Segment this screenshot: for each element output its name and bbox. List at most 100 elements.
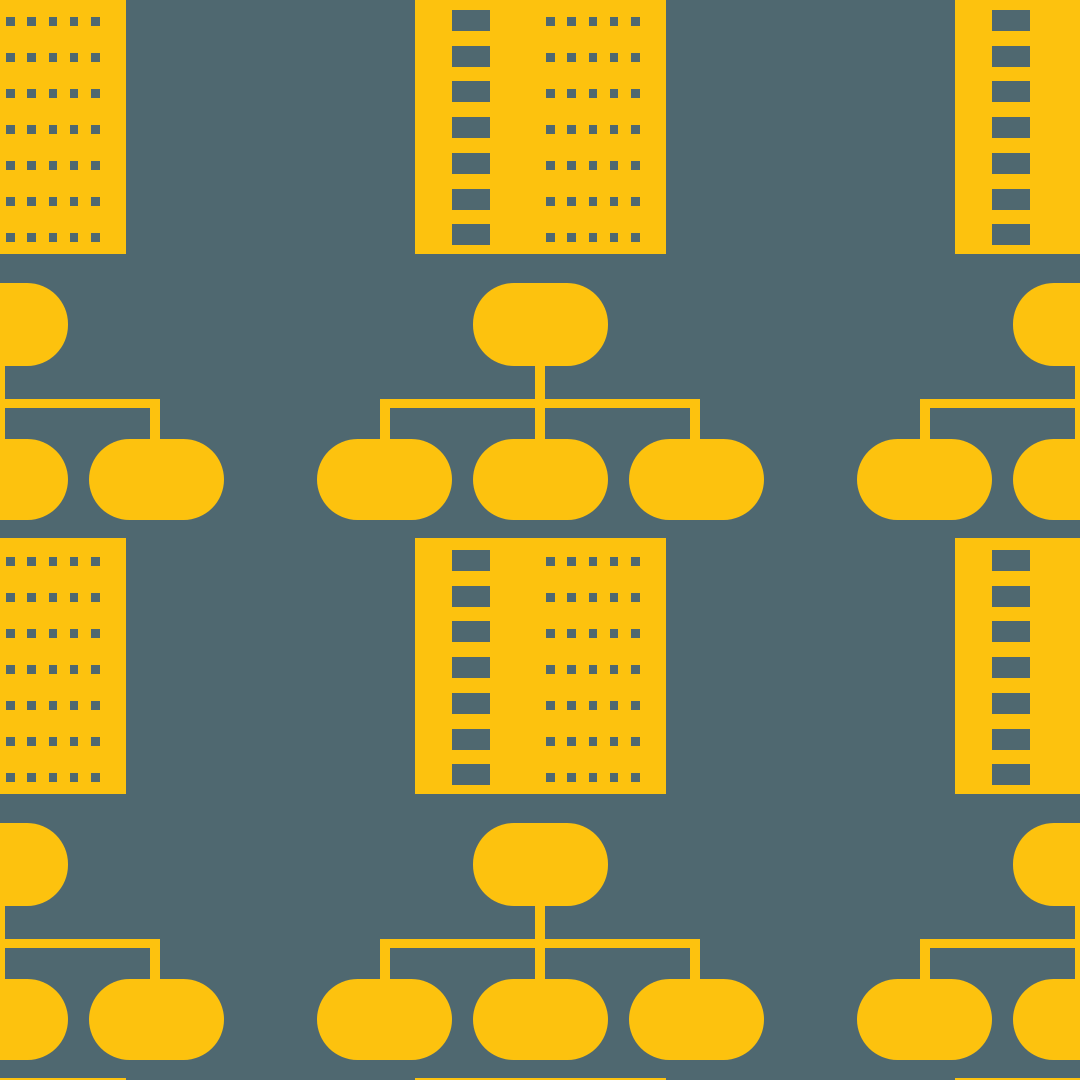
spreadsheet-document-icon <box>954 538 1080 794</box>
org-chart-icon-child-node <box>316 979 452 1060</box>
table-dot <box>27 53 36 62</box>
table-dot <box>27 161 36 170</box>
table-dot <box>609 773 619 782</box>
table-dot <box>27 89 36 98</box>
table-dot <box>546 773 555 782</box>
table-dot <box>567 557 576 566</box>
table-dot <box>546 233 555 242</box>
table-dot <box>69 773 79 782</box>
table-dot <box>48 125 58 134</box>
table-dot <box>27 701 36 710</box>
table-dot <box>91 89 100 98</box>
table-dot <box>567 17 576 26</box>
table-dot <box>567 197 576 206</box>
table-dot <box>546 89 555 98</box>
film-strip-cell <box>991 10 1030 31</box>
table-dot <box>546 557 555 566</box>
table-dot <box>91 557 100 566</box>
table-dot <box>69 629 79 638</box>
table-dot <box>48 701 58 710</box>
table-dot <box>6 197 15 206</box>
film-strip-cell <box>451 585 490 607</box>
film-strip-cell <box>451 188 490 210</box>
table-dot <box>609 197 619 206</box>
table-dot <box>609 89 619 98</box>
table-dot <box>567 593 576 602</box>
table-dot <box>27 557 36 566</box>
table-dot <box>631 17 640 26</box>
table-dot <box>588 53 598 62</box>
film-strip-cell <box>451 45 490 67</box>
org-chart-icon-child-node <box>0 979 68 1060</box>
org-chart-icon-child-node <box>856 439 992 520</box>
spreadsheet-document-icon <box>0 0 126 254</box>
table-dot <box>48 53 58 62</box>
film-strip-cell <box>991 81 1030 103</box>
table-dot <box>546 593 555 602</box>
org-connector-stem <box>1075 898 1080 948</box>
table-dot <box>631 665 640 674</box>
table-dot <box>6 737 15 746</box>
table-dot <box>631 629 640 638</box>
org-connector-crossbar <box>0 939 160 948</box>
table-dot <box>69 557 79 566</box>
table-dot <box>609 161 619 170</box>
table-dot <box>27 593 36 602</box>
film-strip-cell <box>991 224 1030 246</box>
table-dot <box>631 233 640 242</box>
film-strip-cell <box>451 692 490 714</box>
table-dot <box>588 557 598 566</box>
table-dot <box>546 665 555 674</box>
film-strip-cell <box>991 728 1030 750</box>
spreadsheet-document-icon <box>414 0 666 254</box>
film-strip-cell <box>451 657 490 679</box>
table-dot <box>588 197 598 206</box>
film-strip-cell <box>451 152 490 174</box>
table-dot <box>546 125 555 134</box>
table-dot <box>48 17 58 26</box>
org-connector-drop-left <box>920 399 930 439</box>
org-connector-drop-center <box>1075 939 1080 979</box>
org-chart-icon-parent-node <box>472 823 608 906</box>
org-chart-icon-parent-node <box>1012 823 1080 906</box>
film-strip-cell <box>451 550 490 571</box>
table-dot <box>546 53 555 62</box>
org-connector-drop-right <box>690 399 700 439</box>
table-dot <box>567 701 576 710</box>
table-dot <box>609 233 619 242</box>
table-dot <box>27 233 36 242</box>
org-connector-stem <box>535 898 545 948</box>
table-dot <box>48 197 58 206</box>
table-dot <box>91 53 100 62</box>
table-dot <box>631 701 640 710</box>
table-dot <box>6 53 15 62</box>
table-dot <box>6 17 15 26</box>
table-dot <box>91 593 100 602</box>
table-dot <box>91 665 100 674</box>
table-dot <box>609 737 619 746</box>
org-chart-icon-child-node <box>88 439 224 520</box>
table-dot <box>631 197 640 206</box>
org-connector-drop-left <box>380 939 390 979</box>
table-dot <box>91 629 100 638</box>
org-connector-stem <box>0 898 5 948</box>
org-connector-crossbar <box>920 399 1080 408</box>
org-connector-drop-left <box>380 399 390 439</box>
film-strip-cell <box>991 550 1030 571</box>
table-dot <box>6 557 15 566</box>
table-dot <box>588 629 598 638</box>
table-dot <box>48 665 58 674</box>
table-dot <box>6 161 15 170</box>
spreadsheet-document-icon <box>414 1078 666 1080</box>
table-dot <box>567 53 576 62</box>
film-strip-cell <box>991 45 1030 67</box>
table-dot <box>546 197 555 206</box>
table-dot <box>567 629 576 638</box>
table-dot <box>631 89 640 98</box>
film-strip-cell <box>451 728 490 750</box>
table-dot <box>91 161 100 170</box>
org-chart-icon-child-node <box>472 979 608 1060</box>
org-connector-crossbar <box>0 399 160 408</box>
table-dot <box>567 737 576 746</box>
film-strip-cell <box>451 621 490 643</box>
